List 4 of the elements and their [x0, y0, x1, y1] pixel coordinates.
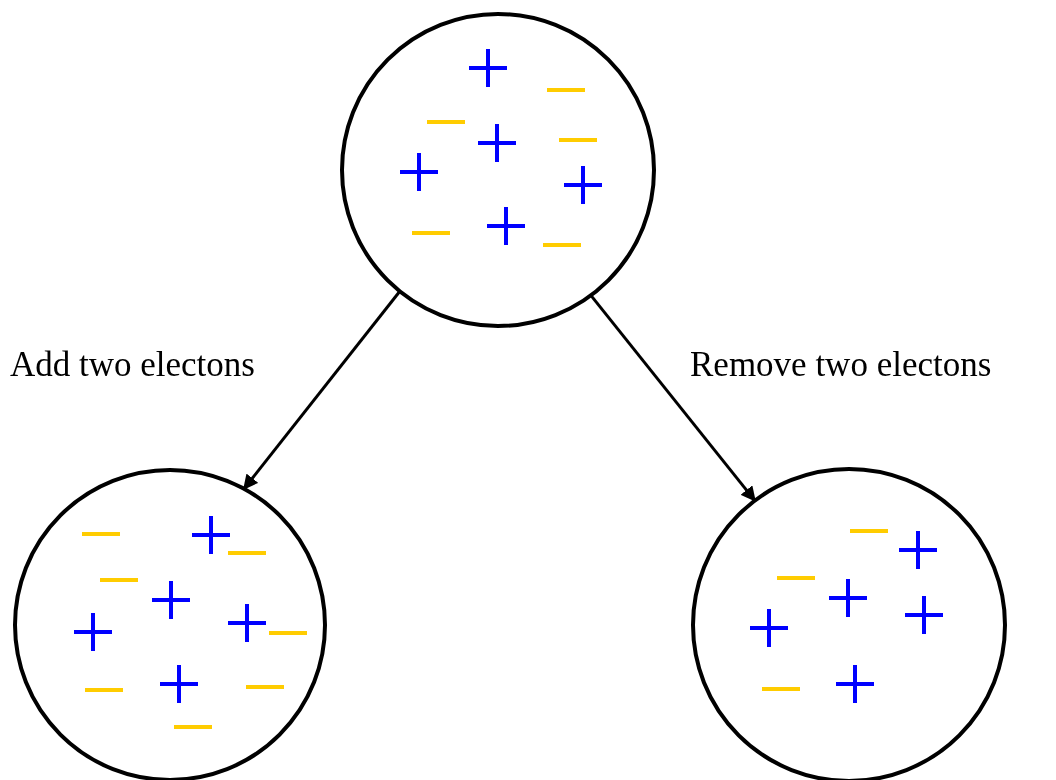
arrow [589, 294, 757, 502]
edge-label: Add two electons [10, 345, 255, 385]
arrow [242, 290, 402, 490]
edge-label: Remove two electons [690, 345, 992, 385]
